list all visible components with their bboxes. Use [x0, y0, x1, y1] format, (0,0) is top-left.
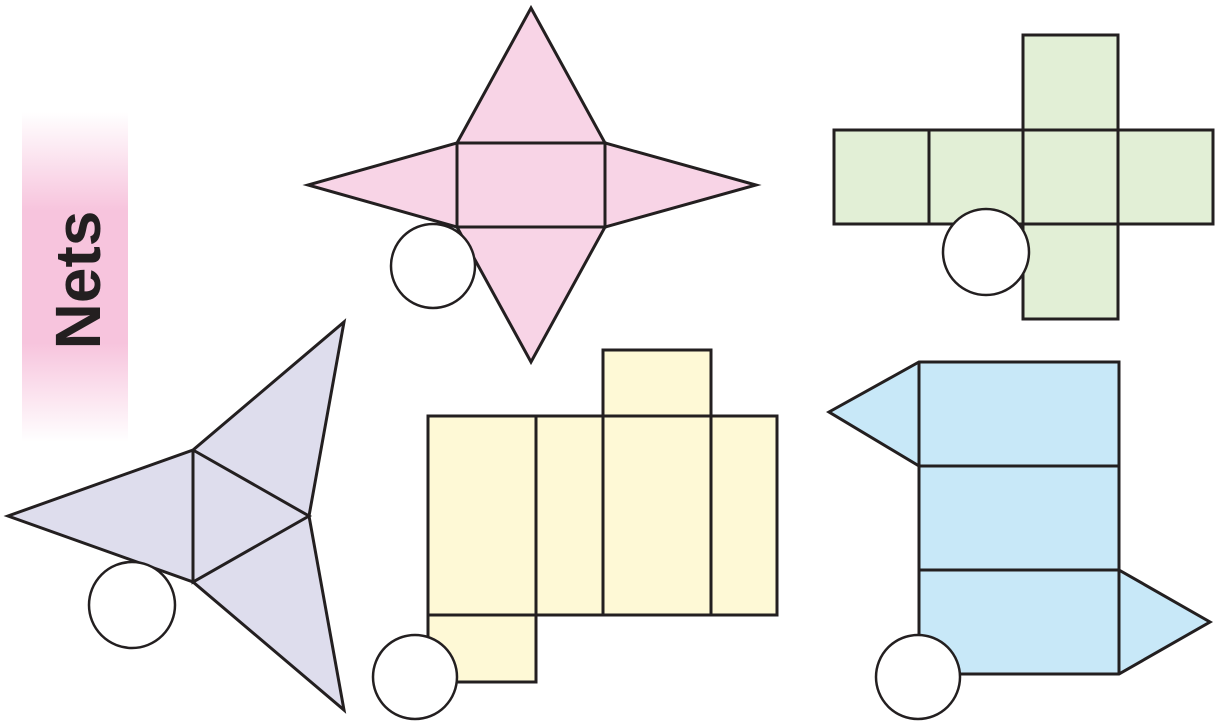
triangular-pyramid-net — [3, 318, 347, 714]
square-pyramid-net — [302, 4, 762, 366]
answer-circle-triangular-prism[interactable] — [874, 633, 962, 721]
answer-circle-triangular-pyramid[interactable] — [87, 560, 177, 650]
triangular-prism-net — [826, 360, 1214, 721]
answer-circle-square-pyramid[interactable] — [389, 222, 477, 310]
page-title: Nets — [42, 211, 114, 350]
rectangular-prism-net — [371, 348, 779, 721]
answer-circle-rectangular-prism[interactable] — [371, 633, 459, 721]
title-band: Nets — [22, 112, 128, 442]
cube-net — [832, 33, 1215, 321]
answer-circle-cube[interactable] — [941, 207, 1031, 297]
